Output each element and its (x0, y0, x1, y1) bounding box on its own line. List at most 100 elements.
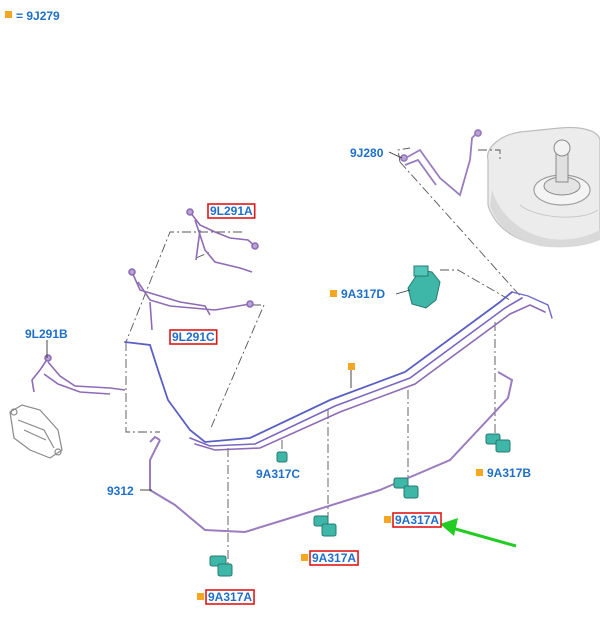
main-pipe-bundle (124, 291, 553, 451)
hose-tube (47, 361, 126, 391)
clip-body (393, 477, 409, 489)
hose-tube (194, 219, 253, 273)
legend-text: = 9J279 (16, 9, 60, 23)
callout-9j280: 9J280 (350, 146, 384, 160)
clips (209, 433, 511, 577)
tank-feed-tube (404, 158, 437, 186)
supply-pipe (124, 291, 513, 443)
marker-9j279 (330, 290, 337, 297)
callout-label: 9A317D (341, 287, 385, 301)
marker-9j279 (197, 593, 204, 600)
clip-body (276, 451, 288, 463)
callout-label: 9312 (107, 484, 134, 498)
label-leaders (46, 151, 411, 491)
callout-9l291c: 9L291C (169, 329, 218, 345)
tank-feed-tube (401, 131, 479, 197)
connector (128, 268, 136, 276)
highlight-box (169, 329, 218, 345)
clip-9A317C (276, 451, 288, 463)
leader-line (397, 147, 411, 163)
highlight-box (207, 203, 256, 219)
return-line-tube (149, 435, 161, 443)
clip-9A317A-upper (393, 477, 419, 499)
bracket-bolt (54, 448, 62, 456)
hose-tube (31, 357, 49, 393)
fuel-tank-shadow (490, 190, 600, 248)
callout-9312: 9312 (107, 484, 134, 498)
leader-line (399, 161, 523, 299)
callout-label: 9A317A (208, 590, 252, 604)
supply-pipe (511, 291, 553, 319)
bracket-outline (9, 404, 63, 459)
hose-9L291B (31, 354, 126, 395)
legend-marker (5, 11, 12, 18)
fuel-tank (487, 126, 600, 248)
bracket-9A317D (407, 265, 441, 309)
clip-body (217, 563, 233, 577)
label-leader (395, 289, 411, 295)
clip-9A317A-lower (209, 555, 233, 577)
marker-9J279-pipe (348, 363, 355, 370)
leader-line (209, 304, 265, 431)
supply-pipe (194, 304, 546, 451)
label-leader (388, 151, 403, 159)
clip-9A317A-middle (313, 515, 337, 537)
bracket-detail (17, 419, 55, 449)
return-line-tube (149, 371, 514, 534)
tank-feed-line (400, 129, 482, 197)
clip-body (403, 485, 419, 499)
callout-9a317a_2: 9A317A (301, 550, 359, 566)
arrow-head (440, 518, 458, 536)
marker-9j279 (384, 516, 391, 523)
callout-label: 9L291B (25, 327, 68, 341)
callout-layer: 9J280 9L291A 9L291C 9L291B 9A317D 9A317C 9A317… (25, 146, 531, 605)
hose-9L291C (128, 268, 254, 331)
hose-tube (43, 373, 111, 395)
green-arrow (440, 518, 517, 548)
connector (44, 354, 52, 362)
legend: = 9J279 (5, 9, 60, 23)
canister-bracket (9, 404, 63, 459)
highlight-box (205, 589, 255, 605)
leader-line (125, 231, 242, 343)
callout-label: 9L291A (210, 204, 253, 218)
connector (251, 242, 259, 250)
connector (474, 129, 482, 137)
fuel-tank-rib (519, 204, 599, 218)
callout-label: 9A317B (487, 466, 531, 480)
leader-lines (125, 147, 523, 570)
clip-9A317B (485, 433, 511, 453)
callout-9a317d: 9A317D (330, 287, 385, 301)
callout-9a317a_1: 9A317A (384, 512, 442, 528)
callout-9a317b: 9A317B (476, 466, 531, 480)
arrow-shaft (451, 526, 517, 548)
return-line (149, 371, 514, 534)
marker-9j279 (476, 469, 483, 476)
callout-9l291b: 9L291B (25, 327, 68, 341)
supply-pipe (189, 297, 523, 447)
clip-body (495, 439, 511, 453)
hose-tube (189, 211, 256, 247)
bracket-bolt (10, 408, 18, 416)
marker-9j279 (301, 554, 308, 561)
callout-label: 9A317C (256, 467, 300, 481)
leader-line (125, 342, 160, 433)
callout-9a317a_3: 9A317A (197, 589, 255, 605)
highlight-box (392, 512, 442, 528)
clip-body (321, 523, 337, 537)
hose-9L291A (186, 208, 259, 273)
callout-9a317c: 9A317C (256, 467, 300, 481)
callout-label: 9J280 (350, 146, 384, 160)
callout-9l291a: 9L291A (207, 203, 256, 219)
bracket-detail (23, 429, 47, 441)
callout-label: 9A317A (312, 551, 356, 565)
hose-tube (149, 301, 153, 331)
hose-tube (137, 281, 251, 311)
callout-label: 9A317A (395, 513, 439, 527)
connector (246, 300, 254, 308)
fuel-pump-cap (553, 139, 571, 157)
highlight-box (309, 550, 359, 566)
leader-line (478, 149, 501, 160)
